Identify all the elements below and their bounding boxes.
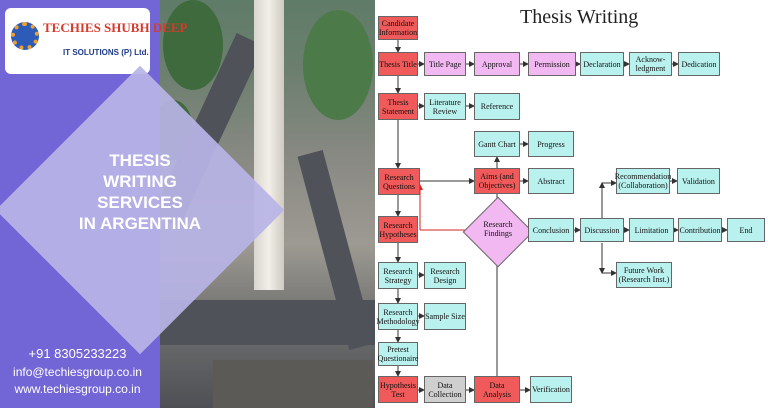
banner-line: WRITING — [103, 172, 177, 191]
node-gantt-chart: Gantt Chart — [474, 131, 520, 157]
node-discussion: Discussion — [580, 218, 624, 242]
node-validation: Validation — [677, 168, 720, 194]
node-declaration: Declaration — [580, 52, 624, 76]
contact-phone[interactable]: +91 8305233223 — [28, 346, 127, 361]
node-contribution: Contribution — [678, 218, 722, 242]
node-title-page: Title Page — [424, 52, 466, 76]
contact-website[interactable]: www.techiesgroup.co.in — [14, 382, 141, 396]
node-approval: Approval — [474, 52, 520, 76]
node-future-work: Future Work (Research Inst.) — [616, 262, 672, 288]
contact-email[interactable]: info@techiesgroup.co.in — [13, 365, 142, 379]
node-conclusion: Conclusion — [528, 218, 574, 242]
node-acknowledgement: Acknow- ledgment — [629, 52, 672, 76]
logo-name: TECHIES SHUBH DEEP — [43, 20, 188, 35]
company-logo: TECHIES SHUBH DEEP IT SOLUTIONS (P) Ltd. — [5, 8, 188, 74]
banner-line: IN ARGENTINA — [78, 214, 202, 233]
node-thesis-statement: Thesis Statement — [378, 93, 418, 120]
banner-line: THESIS — [109, 151, 171, 170]
node-permission: Permission — [528, 52, 576, 76]
node-hypothesis-test: Hypothesis Test — [378, 376, 418, 403]
node-research-strategy: Research Strategy — [378, 262, 418, 289]
node-limitation: Limitation — [629, 218, 674, 242]
node-reference: Reference — [474, 93, 520, 120]
node-sample-size: Sample Size — [424, 303, 466, 330]
node-aims: Aims (and Objectives) — [474, 168, 520, 194]
banner-heading: THESIS WRITING SERVICES IN ARGENTINA — [40, 150, 240, 234]
node-data-analysis: Data Analysis — [474, 376, 520, 403]
promo-panel: TECHIES SHUBH DEEP IT SOLUTIONS (P) Ltd.… — [0, 0, 375, 408]
obelisk — [254, 0, 284, 290]
node-research-design: Research Design — [424, 262, 466, 289]
node-end: End — [727, 218, 765, 242]
flowchart-title: Thesis Writing — [520, 6, 639, 28]
node-progress: Progress — [528, 131, 574, 157]
gear-icon — [11, 22, 39, 50]
banner-line: SERVICES — [97, 193, 183, 212]
node-thesis-title: Thesis Title — [378, 52, 418, 76]
node-dedication: Dedication — [678, 52, 720, 76]
node-research-hypotheses: Research Hypotheses — [378, 216, 418, 243]
node-candidate-info: Candidate Information — [378, 16, 418, 40]
node-abstract: Abstract — [528, 168, 574, 194]
node-research-methodology: Research Methodology — [376, 303, 420, 330]
node-literature-review: Literature Review — [424, 93, 466, 120]
node-verification: Verification — [530, 376, 572, 403]
logo-subtitle: IT SOLUTIONS (P) Ltd. — [63, 48, 149, 57]
node-pretest: Pretest Questionaire — [378, 342, 418, 366]
node-data-collection: Data Collection — [424, 376, 466, 403]
node-recommendation: Recommendation (Collaboration) — [615, 168, 671, 194]
node-research-findings: Research Findings — [483, 220, 513, 238]
node-research-questions: Research Questions — [378, 168, 420, 195]
